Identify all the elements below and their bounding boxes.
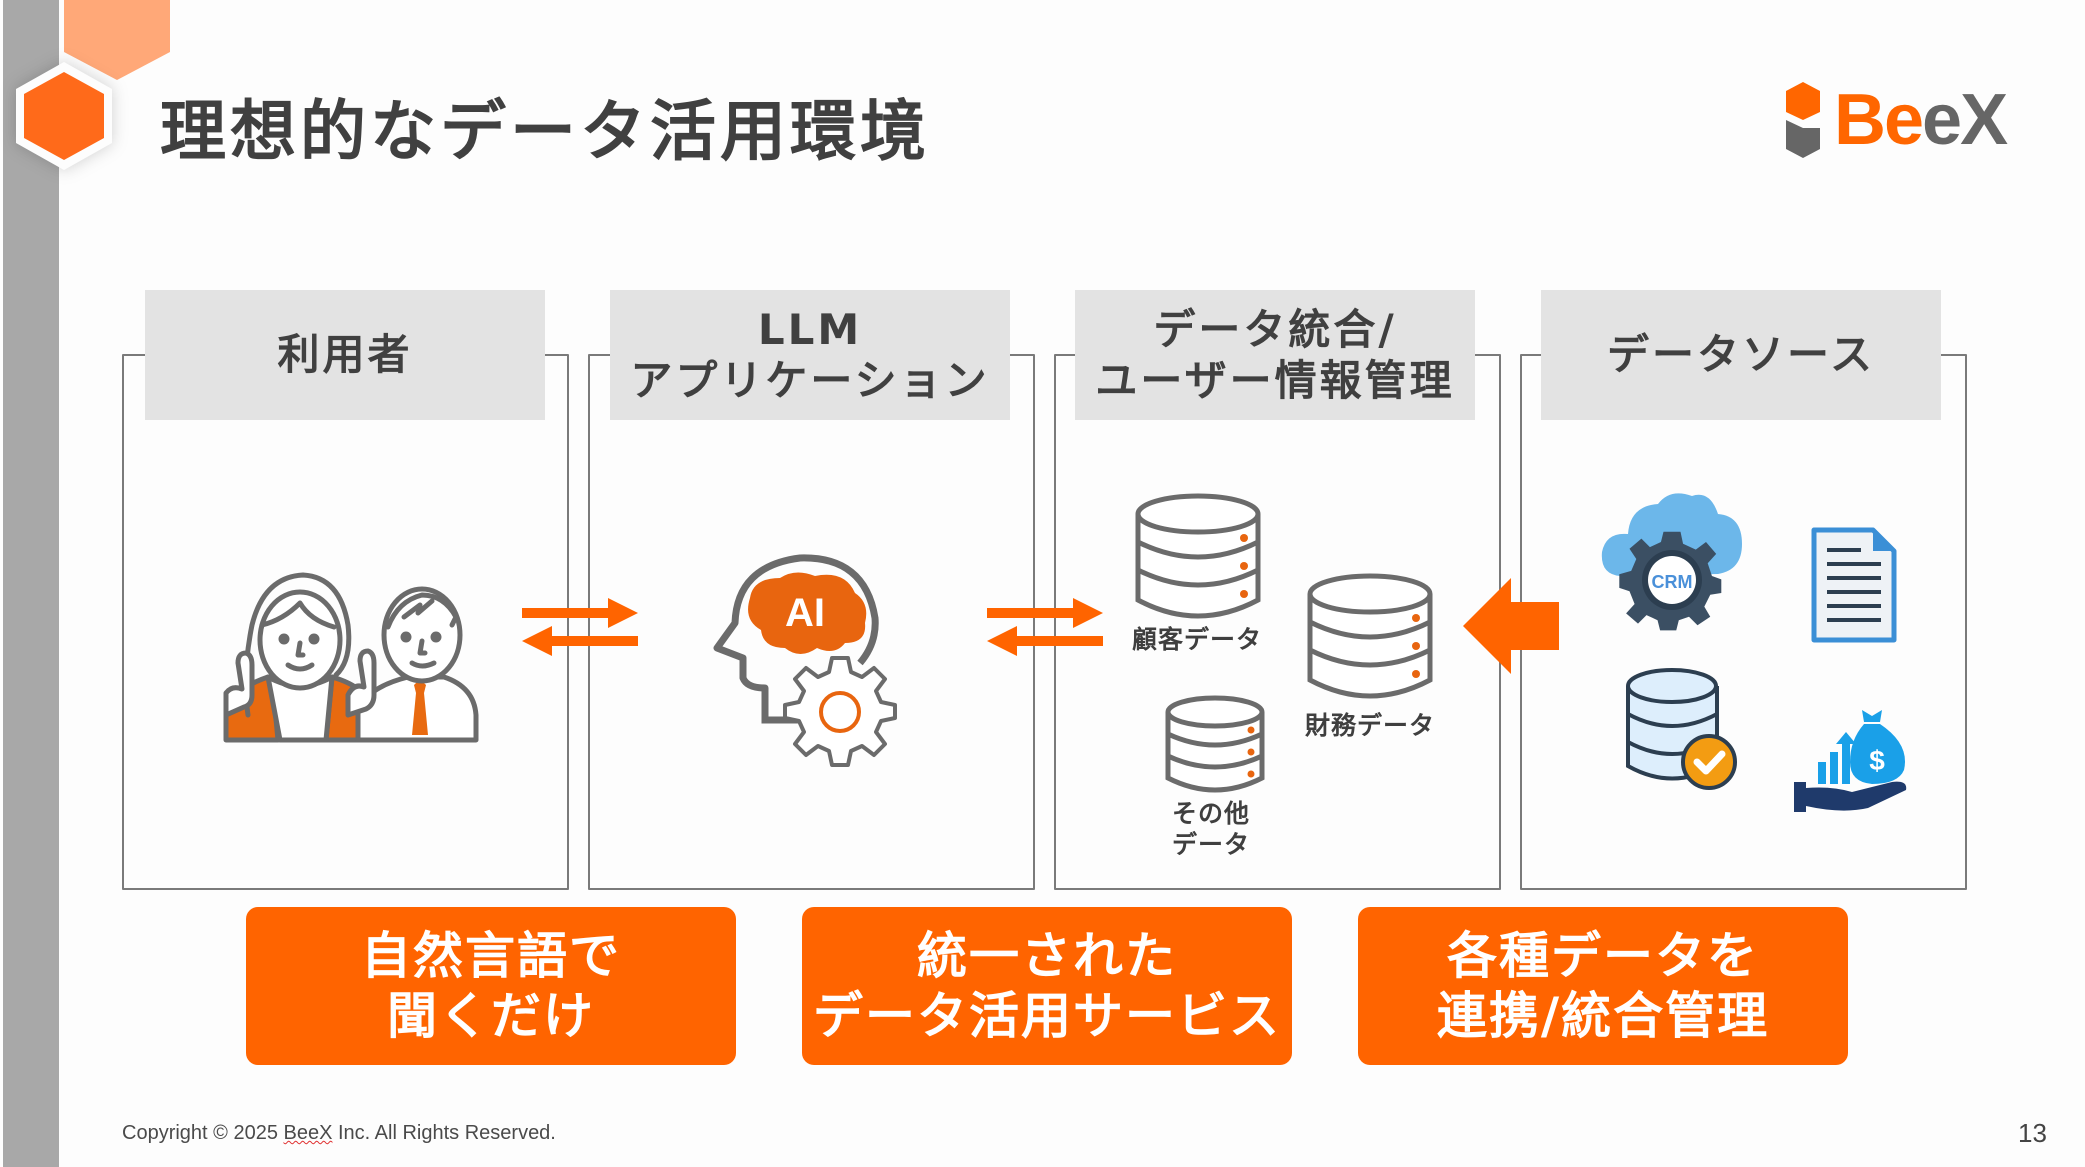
database-label-customer: 顧客データ (1132, 625, 1263, 654)
page-title: 理想的なデータ活用環境 (160, 93, 930, 170)
header-line: LLM (757, 304, 863, 354)
logo-text-be: Be (1834, 80, 1924, 160)
logo-mark-icon (1786, 82, 1820, 158)
database-finance-icon (1307, 573, 1433, 699)
hexagon-decoration (16, 62, 112, 170)
crm-cloud-icon: CRM (1601, 493, 1742, 631)
left-arrow-icon (1463, 578, 1559, 674)
header-line: 利用者 (277, 330, 413, 380)
sidebar-strip (3, 0, 59, 1167)
people-icon (223, 572, 479, 743)
benefit-data-integration: 各種データを 連携/統合管理 (1358, 907, 1848, 1065)
bidirectional-arrow-icon (522, 598, 638, 656)
column-header-users: 利用者 (145, 290, 545, 420)
database-other-icon (1165, 695, 1265, 793)
header-line: ユーザー情報管理 (1095, 356, 1455, 405)
header-line: アプリケーション (630, 356, 990, 405)
hexagon-decoration-light (64, 0, 170, 80)
ai-head-gear-icon: AI (713, 554, 897, 767)
money-growth-icon: $ (1794, 710, 1907, 812)
benefit-natural-language: 自然言語で 聞くだけ (246, 907, 736, 1065)
crm-label: CRM (1652, 572, 1693, 592)
column-header-data-sources: データソース (1541, 290, 1941, 420)
header-line: データ統合/ (1153, 304, 1397, 354)
svg-text:$: $ (1869, 745, 1885, 776)
copyright-text: Copyright © 2025 BeeX Inc. All Rights Re… (122, 1122, 556, 1144)
svg-text:AI: AI (785, 591, 825, 635)
database-label-other: その他 データ (1172, 799, 1251, 860)
beex-logo: BeeX (1786, 80, 2008, 160)
database-customer-icon (1135, 493, 1261, 619)
bidirectional-arrow-icon (987, 598, 1103, 656)
document-icon (1811, 527, 1897, 643)
header-line: データソース (1607, 330, 1875, 380)
database-check-icon (1626, 668, 1737, 790)
column-header-data-integration: データ統合/ ユーザー情報管理 (1075, 290, 1475, 420)
page-number: 13 (2018, 1118, 2047, 1148)
database-label-finance: 財務データ (1305, 711, 1436, 740)
logo-text-ex: eX (1922, 80, 2008, 160)
column-header-llm-app: LLM アプリケーション (610, 290, 1010, 420)
benefit-unified-service: 統一された データ活用サービス (802, 907, 1292, 1065)
